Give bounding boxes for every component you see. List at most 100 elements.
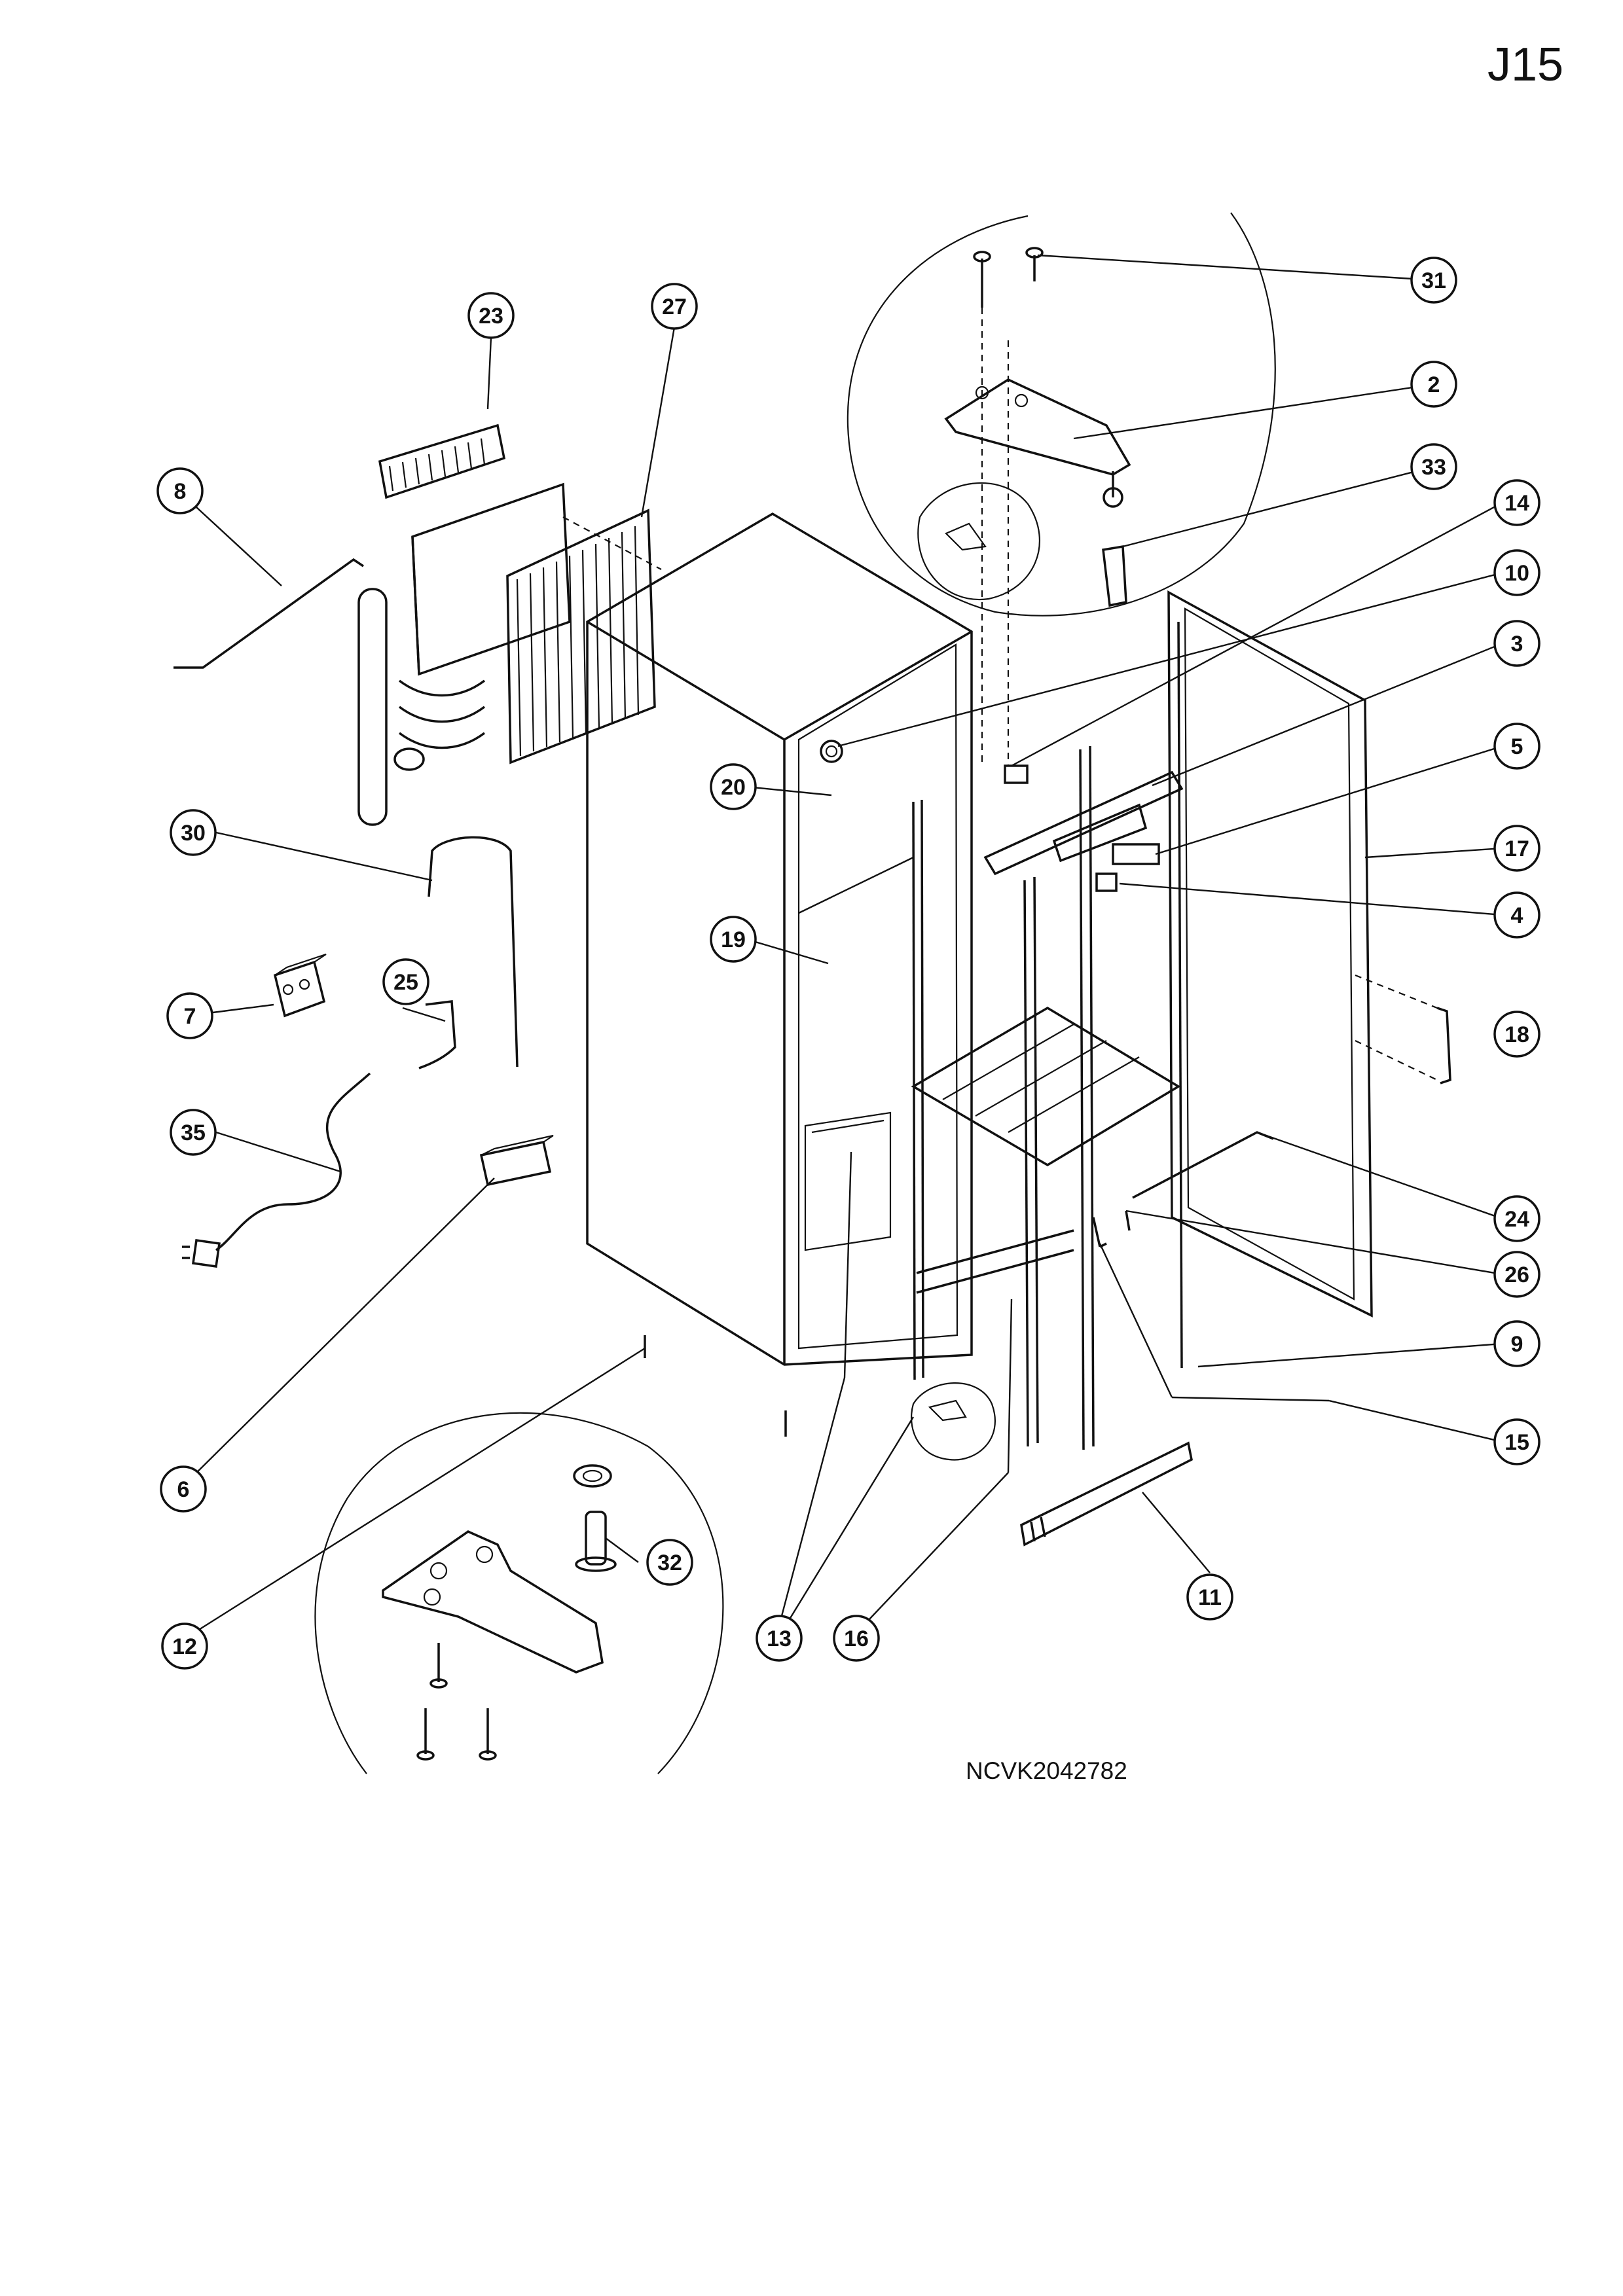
callout-6: 6	[160, 1465, 207, 1513]
callout-15: 15	[1493, 1418, 1541, 1465]
cabinet-body	[586, 512, 973, 1380]
callout-circle	[710, 916, 757, 963]
callout-4: 4	[1493, 891, 1541, 939]
callout-circle	[646, 1539, 693, 1586]
callout-3: 3	[1493, 620, 1541, 667]
drawing-code: NCVK2042782	[966, 1757, 1127, 1784]
callout-label: 35	[181, 1121, 206, 1145]
callout-26: 26	[1493, 1251, 1541, 1298]
callout-9: 9	[1493, 1320, 1541, 1367]
callout-label: 10	[1504, 561, 1529, 586]
leader-lines	[183, 254, 1503, 1641]
callout-circle	[170, 1109, 217, 1156]
part-18-handle	[1436, 1007, 1451, 1085]
callout-circle	[651, 283, 698, 330]
callout-label: 32	[657, 1551, 682, 1575]
callout-7: 7	[166, 992, 213, 1039]
callout-circle	[170, 809, 217, 856]
callout-label: 2	[1428, 372, 1440, 397]
callout-label: 25	[393, 970, 418, 995]
callout-circle	[1410, 443, 1457, 490]
callout-label: 8	[174, 479, 187, 504]
callout-label: 14	[1504, 491, 1529, 516]
door-panel	[1167, 590, 1373, 1369]
part-24-rod	[1132, 1131, 1274, 1199]
callout-label: 33	[1421, 455, 1446, 480]
callout-label: 19	[721, 927, 746, 952]
callout-label: 23	[479, 304, 503, 329]
part-15-clip	[1092, 1217, 1107, 1248]
callout-23: 23	[467, 292, 515, 339]
callout-30: 30	[170, 809, 217, 856]
callout-33: 33	[1410, 443, 1457, 490]
callout-8: 8	[156, 467, 204, 514]
callout-label: 3	[1511, 632, 1523, 656]
callout-16: 16	[833, 1615, 880, 1662]
callout-label: 16	[844, 1626, 869, 1651]
callout-14: 14	[1493, 479, 1541, 526]
callout-circle	[1493, 1251, 1541, 1298]
callout-20: 20	[710, 763, 757, 810]
callout-label: 31	[1421, 268, 1446, 293]
callout-18: 18	[1493, 1011, 1541, 1058]
callout-label: 26	[1504, 1263, 1529, 1287]
callout-label: 24	[1504, 1207, 1529, 1232]
callout-10: 10	[1493, 549, 1541, 596]
callout-label: 12	[172, 1634, 197, 1659]
top-hinge-detail	[847, 212, 1276, 766]
part-11-gasket-strip	[1020, 1441, 1193, 1547]
callout-circle	[160, 1465, 207, 1513]
callout-35: 35	[170, 1109, 217, 1156]
callout-circle	[710, 763, 757, 810]
callout-circle	[1493, 1011, 1541, 1058]
callout-2: 2	[1410, 361, 1457, 408]
callout-circle	[1493, 723, 1541, 770]
callout-circle	[1493, 1320, 1541, 1367]
callout-circle	[1493, 620, 1541, 667]
callout-circle	[1410, 361, 1457, 408]
callout-32: 32	[646, 1539, 693, 1586]
callout-label: 4	[1511, 903, 1523, 928]
callout-label: 27	[662, 295, 687, 319]
callout-label: 18	[1504, 1022, 1529, 1047]
part-6-box	[479, 1134, 554, 1187]
callout-5: 5	[1493, 723, 1541, 770]
callout-circle	[1493, 1418, 1541, 1465]
callout-circle	[166, 992, 213, 1039]
callout-19: 19	[710, 916, 757, 963]
part-8-rod	[173, 558, 364, 669]
callout-circle	[1493, 479, 1541, 526]
callout-label: 5	[1511, 734, 1523, 759]
thermostat-knob-icon	[820, 740, 843, 763]
callout-label: 17	[1504, 836, 1529, 861]
callout-label: 9	[1511, 1332, 1523, 1357]
callout-31: 31	[1410, 257, 1457, 304]
callout-label: 15	[1504, 1430, 1529, 1455]
callout-label: 6	[177, 1477, 190, 1502]
callout-circle	[161, 1623, 208, 1670]
part-5-lamp-icon	[1112, 843, 1160, 865]
part-25-bracket	[418, 1000, 456, 1069]
part-14-clip-icon	[1004, 764, 1029, 784]
part-35-power-cord	[182, 1072, 371, 1268]
callout-circle	[833, 1615, 880, 1662]
callout-27: 27	[651, 283, 698, 330]
callout-circle	[382, 958, 429, 1005]
callout-circle	[1493, 549, 1541, 596]
callout-12: 12	[161, 1623, 208, 1670]
callout-13: 13	[756, 1615, 803, 1662]
page-code: J15	[1487, 39, 1564, 91]
callout-11: 11	[1186, 1573, 1233, 1621]
callout-circle	[156, 467, 204, 514]
part-30-drain-tube	[428, 836, 519, 1067]
callout-label: 30	[181, 821, 206, 846]
shelf-frame	[911, 745, 1184, 1450]
callout-24: 24	[1493, 1195, 1541, 1242]
cooling-unit	[357, 423, 662, 826]
part-4-switch-icon	[1095, 872, 1118, 892]
callout-17: 17	[1493, 825, 1541, 872]
callout-label: 13	[767, 1626, 792, 1651]
callout-25: 25	[382, 958, 429, 1005]
part-7-switch-box	[273, 953, 327, 1018]
